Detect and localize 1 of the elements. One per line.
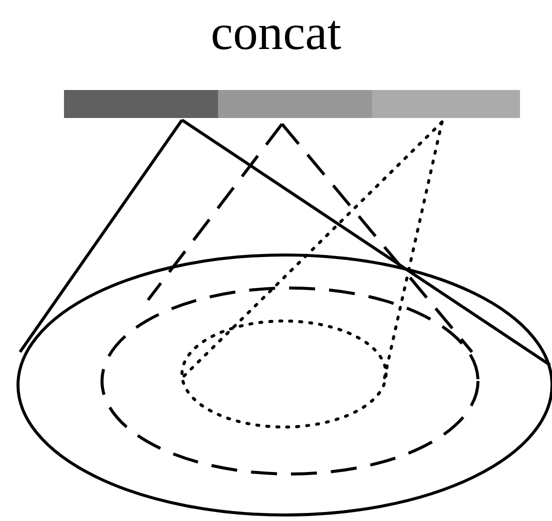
title: concat [210, 3, 342, 62]
